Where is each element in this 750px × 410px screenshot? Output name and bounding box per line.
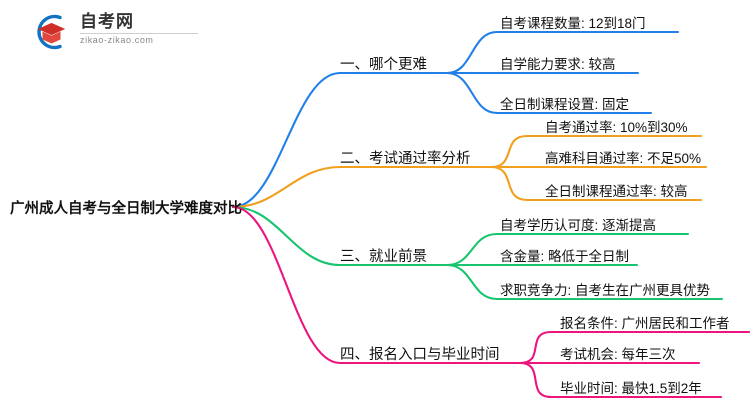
connector-root-to-branch-1	[231, 71, 449, 209]
site-logo: 自考网 zikao-zikao.com	[30, 12, 210, 54]
leaf-node-3-2[interactable]: 含金量: 略低于全日制	[500, 249, 630, 264]
logo-url: zikao-zikao.com	[80, 35, 154, 45]
branch-node-3[interactable]: 三、就业前景	[340, 249, 427, 265]
connector-branch-1-to-leaf-1	[445, 30, 680, 75]
logo-divider	[80, 33, 198, 34]
connector-root-to-branch-2	[231, 165, 493, 209]
logo-name: 自考网	[80, 12, 134, 31]
root-node[interactable]: 广州成人自考与全日制大学难度对比	[10, 201, 242, 217]
connector-branch-4-to-leaf-3	[518, 361, 723, 399]
leaf-node-3-3[interactable]: 求职竞争力: 自考生在广州更具优势	[500, 283, 711, 298]
logo-mark-icon	[37, 14, 65, 50]
connector-branch-2-to-leaf-3	[489, 165, 703, 202]
leaf-node-1-1[interactable]: 自考课程数量: 12到18门	[500, 16, 646, 31]
logo-text: 自考网 zikao-zikao.com	[80, 12, 210, 46]
connector-branch-3-to-leaf-3	[445, 263, 724, 301]
connector-branch-1-to-leaf-3	[445, 71, 653, 115]
connector-branch-3-to-leaf-1	[445, 232, 690, 267]
connector-root-to-branch-4	[231, 205, 522, 365]
leaf-node-1-3[interactable]: 全日制课程设置: 固定	[500, 97, 630, 112]
leaf-node-2-3[interactable]: 全日制课程通过率: 较高	[545, 184, 688, 199]
leaf-node-4-2[interactable]: 考试机会: 每年三次	[560, 347, 676, 362]
leaf-node-4-3[interactable]: 毕业时间: 最快1.5到2年	[560, 381, 702, 396]
connector-branch-2-to-leaf-1	[489, 134, 703, 169]
leaf-node-4-1[interactable]: 报名条件: 广州居民和工作者	[560, 316, 730, 331]
connector-root-to-branch-3	[231, 205, 449, 267]
leaf-node-1-2[interactable]: 自学能力要求: 较高	[500, 57, 616, 72]
leaf-node-2-2[interactable]: 高难科目通过率: 不足50%	[545, 151, 702, 166]
branch-node-2[interactable]: 二、考试通过率分析	[340, 151, 471, 167]
branch-node-4[interactable]: 四、报名入口与毕业时间	[340, 347, 500, 363]
connector-branch-4-to-leaf-1	[518, 330, 750, 365]
branch-node-1[interactable]: 一、哪个更难	[340, 57, 427, 73]
leaf-node-2-1[interactable]: 自考通过率: 10%到30%	[545, 120, 688, 135]
leaf-node-3-1[interactable]: 自考学历认可度: 逐渐提高	[500, 218, 657, 233]
